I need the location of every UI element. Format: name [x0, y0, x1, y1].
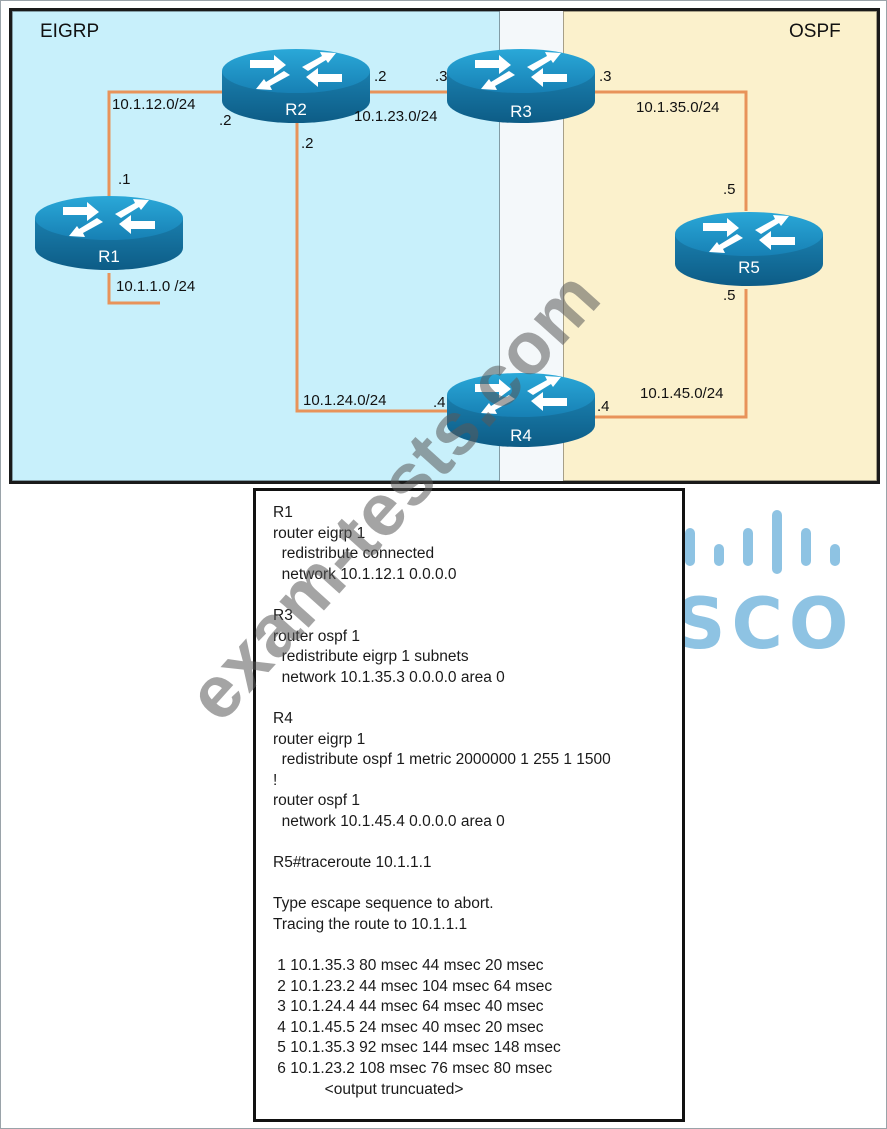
- interface-label-r1-to-r2: .1: [118, 171, 131, 188]
- config-line: 6 10.1.23.2 108 msec 76 msec 80 msec: [273, 1060, 553, 1078]
- config-line: network 10.1.12.1 0.0.0.0: [273, 565, 457, 583]
- interface-label-r5-to-r3: .5: [723, 181, 736, 198]
- config-line: <output truncuated>: [273, 1080, 464, 1098]
- router-r2-label: R2: [285, 100, 307, 119]
- config-line: [273, 688, 682, 709]
- network-topology-diagram: EIGRP OSPF R1 R2 R3 R4 R5 10.1.12.0/24 1…: [9, 8, 880, 484]
- config-line: 1 10.1.35.3 80 msec 44 msec 20 msec: [273, 957, 544, 975]
- interface-label-r5-to-r4: .5: [723, 287, 736, 304]
- config-line: Tracing the route to 10.1.1.1: [273, 915, 468, 933]
- network-label-r2-r4: 10.1.24.0/24: [303, 392, 387, 409]
- link-r1-r2: [107, 90, 232, 199]
- config-line: Type escape sequence to abort.: [273, 895, 494, 913]
- config-line: [273, 585, 682, 606]
- config-line: 3 10.1.24.4 44 msec 64 msec 40 msec: [273, 998, 544, 1016]
- eigrp-zone-label: EIGRP: [40, 21, 100, 42]
- config-line: R3: [273, 606, 293, 624]
- network-label-r4-r5: 10.1.45.0/24: [640, 385, 724, 402]
- router-r1-label: R1: [98, 247, 120, 266]
- config-line: [273, 833, 682, 854]
- link-r3-r5: [592, 90, 748, 211]
- config-line: 5 10.1.35.3 92 msec 144 msec 148 msec: [273, 1039, 561, 1057]
- interface-label-r2-to-r4: .2: [301, 135, 314, 152]
- interface-label-r3-to-r5: .3: [599, 68, 612, 85]
- interface-label-r4-to-r5: .4: [597, 398, 610, 415]
- interface-label-r4-to-r2: .4: [433, 394, 446, 411]
- config-line: router ospf 1: [273, 792, 361, 810]
- topology-canvas: [12, 11, 877, 481]
- config-line: router eigrp 1: [273, 730, 366, 748]
- interface-label-r2-to-r3: .2: [374, 68, 387, 85]
- config-line: redistribute eigrp 1 subnets: [273, 648, 469, 666]
- router-r4-label: R4: [510, 426, 532, 445]
- ospf-zone-label: OSPF: [789, 21, 841, 42]
- config-line: R4: [273, 709, 293, 727]
- config-line: [273, 874, 682, 895]
- config-line: 4 10.1.45.5 24 msec 40 msec 20 msec: [273, 1018, 544, 1036]
- config-line: router eigrp 1: [273, 524, 366, 542]
- network-label-r1-lan: 10.1.1.0 /24: [116, 278, 196, 295]
- config-line: !: [273, 771, 278, 789]
- config-line: 2 10.1.23.2 44 msec 104 msec 64 msec: [273, 977, 553, 995]
- config-line: R1: [273, 504, 293, 521]
- link-r1-lan: [107, 273, 160, 305]
- network-label-r2-r3: 10.1.23.0/24: [354, 108, 438, 125]
- interface-label-r2-to-r1: .2: [219, 112, 232, 129]
- router-r5-label: R5: [738, 258, 760, 277]
- config-line: router ospf 1: [273, 627, 361, 645]
- interface-label-r3-to-r2: .3: [435, 68, 448, 85]
- config-line: R5#traceroute 10.1.1.1: [273, 854, 432, 872]
- network-label-r3-r5: 10.1.35.0/24: [636, 99, 720, 116]
- config-line: redistribute connected: [273, 545, 435, 563]
- link-r4-r5: [592, 289, 748, 419]
- link-r2-r4: [295, 116, 457, 413]
- config-line: network 10.1.35.3 0.0.0.0 area 0: [273, 668, 505, 686]
- router-r3-label: R3: [510, 102, 532, 121]
- config-line: [273, 935, 682, 956]
- network-label-r1-r2: 10.1.12.0/24: [112, 96, 196, 113]
- config-line: redistribute ospf 1 metric 2000000 1 255…: [273, 751, 611, 769]
- config-line: network 10.1.45.4 0.0.0.0 area 0: [273, 812, 505, 830]
